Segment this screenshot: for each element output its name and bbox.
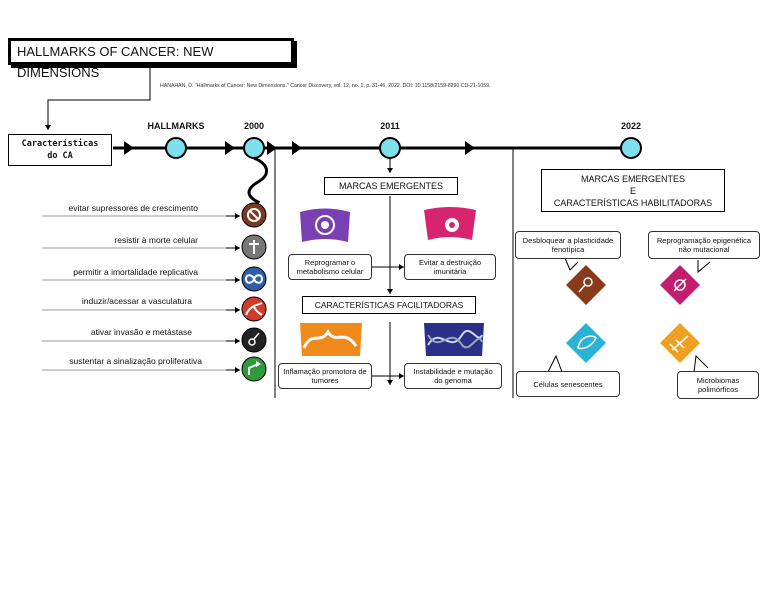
hallmark-label: resistir à morte celular xyxy=(114,235,198,245)
emerging-2022-box: Desbloquear a plasticidade fenotípica xyxy=(515,231,621,259)
timeline-arrow xyxy=(292,141,302,155)
enabling-characteristic-box: Inflamação promotora de tumores xyxy=(278,363,372,389)
emerging-2022-box: Células senescentes xyxy=(516,371,620,397)
page-title: HALLMARKS OF CANCER: NEW DIMENSIONS xyxy=(8,38,294,80)
hallmark-row xyxy=(42,296,267,322)
emerging-hallmark-box: Reprogramar o metabolismo celular xyxy=(288,254,372,280)
plasticity-hallmark-image xyxy=(566,265,606,305)
inflammation-hallmark-image xyxy=(300,323,362,356)
year-2022: 2022 xyxy=(621,121,641,131)
metabolism-hallmark-image xyxy=(300,208,350,242)
hallmark-label: ativar invasão e metástase xyxy=(90,327,192,337)
genome-hallmark-image xyxy=(424,323,484,356)
title-connector xyxy=(45,66,151,130)
timeline-arrow xyxy=(267,141,277,155)
microbiome-hallmark-image xyxy=(660,323,700,363)
year-2000: 2000 xyxy=(244,121,264,131)
emerging-2022-box: Reprogramação epigenética não mutacional xyxy=(648,231,760,259)
citation: HANAHAN, D. "Hallmarks of Cancer: New Di… xyxy=(160,83,491,89)
hallmark-row xyxy=(42,356,267,382)
timeline-arrow xyxy=(465,141,475,155)
timeline-node-hallmarks xyxy=(165,137,187,159)
hallmark-label: sustentar a sinalização proliferativa xyxy=(69,356,202,366)
hallmark-label: induzir/acessar a vasculatura xyxy=(81,296,192,306)
hallmark-row xyxy=(42,234,267,260)
enabling-characteristic-box: Instabilidade e mutação do genoma xyxy=(404,363,502,389)
timeline-arrow xyxy=(225,141,235,155)
hallmark-row xyxy=(42,202,267,228)
start-box-label: Características do CA xyxy=(21,139,99,161)
epigenetic-hallmark-image xyxy=(660,265,700,305)
enabling-characteristics-title: CARACTERÍSTICAS FACILITADORAS xyxy=(302,296,476,314)
timeline-node-2022 xyxy=(620,137,642,159)
senescent-hallmark-image xyxy=(566,323,606,363)
arrow-up-icon xyxy=(241,356,267,382)
hallmark-row xyxy=(42,327,267,353)
hallmark-label: evitar supressores de crescimento xyxy=(68,203,198,213)
timeline-node-2011 xyxy=(379,137,401,159)
emerging-2022-box: Microbiomas polimórficos xyxy=(677,371,759,399)
timeline-arrow xyxy=(124,141,134,155)
emerging-hallmarks-title: MARCAS EMERGENTES xyxy=(324,177,458,195)
timeline-node-2000 xyxy=(243,137,265,159)
hallmark-row xyxy=(42,266,267,292)
immune-hallmark-image xyxy=(424,207,476,240)
start-box: Características do CA xyxy=(8,134,112,166)
section-2022-title: MARCAS EMERGENTES E CARACTERÍSTICAS HABI… xyxy=(541,169,725,212)
emerging-hallmarks-title-text: MARCAS EMERGENTES xyxy=(338,181,443,191)
emerging-hallmark-box: Evitar a destruição imunitária xyxy=(404,254,496,280)
hallmarks-wavy-connector xyxy=(247,156,268,206)
hallmark-label: permitir a imortalidade replicativa xyxy=(73,267,198,277)
enabling-characteristics-title-text: CARACTERÍSTICAS FACILITADORAS xyxy=(314,300,464,310)
vessel-icon xyxy=(241,296,267,322)
hallmarks-timeline-label: HALLMARKS xyxy=(148,121,205,131)
year-2011: 2011 xyxy=(380,121,400,131)
